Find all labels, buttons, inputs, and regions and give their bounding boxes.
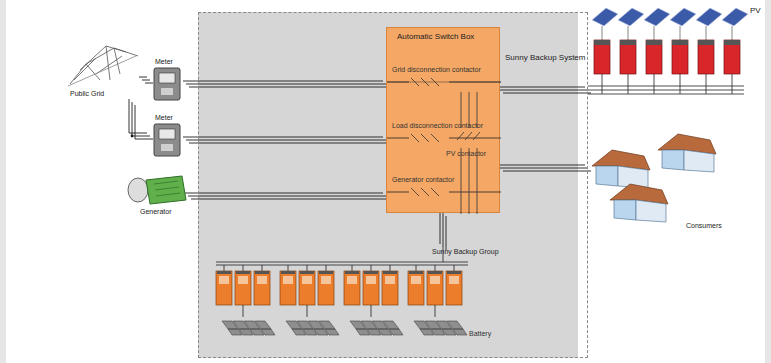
- wire-strand: [183, 137, 383, 138]
- wire-strand: [440, 210, 441, 244]
- node-label: Meter: [155, 114, 173, 122]
- wire-strand: [145, 83, 153, 84]
- node-label: Automatic Switch Box: [397, 32, 474, 41]
- wire-strand: [189, 143, 389, 144]
- pylon-icon: [68, 46, 138, 86]
- meter-icon: [154, 68, 180, 100]
- wire-strand: [188, 196, 386, 197]
- node-label: Public Grid: [70, 90, 104, 98]
- node-label: Sunny Backup Group: [432, 248, 499, 256]
- wire-strand: [185, 193, 383, 194]
- wire-strand: [446, 216, 447, 250]
- junction-dot: [131, 135, 134, 138]
- consumer-node: Consumers: [588, 128, 738, 236]
- backup-group: Sunny Backup Group: [206, 247, 506, 355]
- meter-node: Meter: [150, 114, 186, 158]
- meter-node: Meter: [150, 58, 186, 102]
- node-illustration: [206, 247, 506, 355]
- wire-strand: [497, 165, 585, 166]
- contactor-label: Generator contactor: [392, 176, 454, 184]
- power-line: [440, 210, 446, 250]
- grid-node: Public Grid: [66, 40, 142, 102]
- wire-strand: [183, 81, 383, 82]
- wire-strand: [443, 213, 444, 247]
- page-panel: [6, 0, 765, 363]
- system-region-fill: [198, 12, 578, 358]
- contactor-symbols: [387, 78, 501, 214]
- contactor-label: Load disconnection contactor: [392, 122, 483, 130]
- generator-icon: [128, 176, 186, 204]
- switch-box: Automatic Switch Box: [386, 27, 500, 213]
- wire-strand: [500, 90, 588, 91]
- power-line: [497, 87, 591, 93]
- wire-strand: [189, 87, 389, 88]
- pv-node: PV: [588, 4, 766, 108]
- node-illustration: [588, 128, 738, 236]
- node-label: Sunny Backup System: [505, 53, 585, 62]
- inverter-battery-clusters: [216, 247, 468, 335]
- power-line: [183, 81, 389, 87]
- contactor-label: PV contactor: [446, 150, 486, 158]
- wire-strand: [186, 140, 386, 141]
- battery-label: Battery: [469, 330, 491, 338]
- wire-strand: [142, 80, 150, 81]
- consumer-houses: [592, 134, 716, 222]
- contactor-label: Grid disconnection contactor: [392, 66, 481, 74]
- node-label: PV: [750, 6, 761, 15]
- wire-strand: [186, 84, 386, 85]
- node-illustration: [588, 4, 766, 108]
- generator-node: Generator: [124, 170, 188, 218]
- power-line: [139, 77, 153, 83]
- wire-strand: [135, 105, 153, 139]
- power-line: [183, 137, 389, 143]
- node-illustration: [387, 28, 501, 214]
- pv-array: [588, 8, 748, 94]
- wire-strand: [503, 171, 591, 172]
- node-label: Generator: [140, 208, 172, 216]
- node-label: Meter: [155, 58, 173, 66]
- wire-strand: [139, 77, 147, 78]
- system-region: Automatic Switch BoxSunny Backup Group Su…: [198, 12, 588, 358]
- wire-strand: [191, 199, 389, 200]
- wire-strand: [497, 87, 585, 88]
- node-label: Consumers: [686, 222, 722, 230]
- wire-strand: [503, 93, 591, 94]
- power-line: [185, 193, 389, 199]
- meter-icon: [154, 124, 180, 156]
- wire-strand: [500, 168, 588, 169]
- power-line: [497, 165, 591, 171]
- power-line: [129, 99, 153, 139]
